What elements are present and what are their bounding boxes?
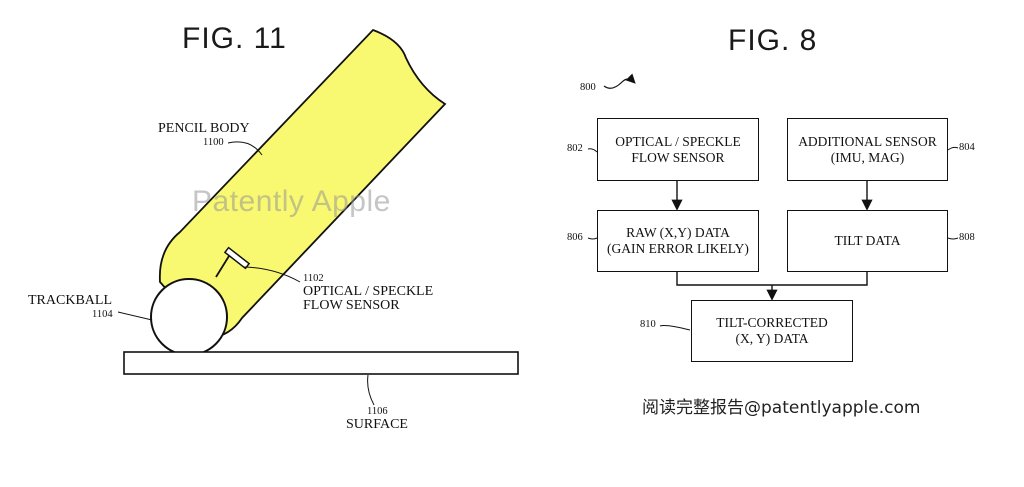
leader-808: [947, 237, 959, 240]
fig11-title: FIG. 11: [182, 22, 287, 55]
surface-shape: [123, 351, 519, 375]
box-optical-line1: OPTICAL / SPECKLE: [615, 133, 741, 149]
sensor-ref: 1102: [303, 273, 324, 284]
ref-810: 810: [640, 319, 656, 330]
arrow-806-808-to-810: [676, 272, 868, 286]
sensor-label-line2: FLOW SENSOR: [303, 298, 400, 313]
ref-806: 806: [567, 232, 583, 243]
sensor-label-line1: OPTICAL / SPECKLE: [303, 284, 434, 299]
leader-surface: [367, 374, 375, 406]
box-additional-line1: ADDITIONAL SENSOR: [798, 133, 937, 149]
ref-804: 804: [959, 142, 975, 153]
box-raw-line1: RAW (X,Y) DATA: [626, 225, 730, 240]
box-raw-line2: (GAIN ERROR LIKELY): [607, 241, 749, 256]
box-corrected-line2: (X, Y) DATA: [735, 331, 809, 346]
fig8-ref-800: 800: [580, 82, 596, 93]
surface-ref: 1106: [367, 406, 388, 417]
optical-sensor-graphic: [215, 246, 251, 278]
box-additional-sensor: ADDITIONAL SENSOR (IMU, MAG): [787, 118, 948, 181]
box-optical-sensor: OPTICAL / SPECKLE FLOW SENSOR: [597, 118, 759, 181]
box-corrected-line1: TILT-CORRECTED: [716, 315, 828, 330]
box-tilt-corrected: TILT-CORRECTED (X, Y) DATA: [691, 300, 853, 362]
trackball-label: TRACKBALL: [28, 293, 112, 308]
box-tilt-data: TILT DATA: [787, 210, 948, 272]
leader-806: [587, 237, 598, 240]
trackball-ref: 1104: [92, 309, 113, 320]
box-raw-data: RAW (X,Y) DATA (GAIN ERROR LIKELY): [597, 210, 759, 272]
ref-808: 808: [959, 232, 975, 243]
box-optical-line2: FLOW SENSOR: [631, 149, 725, 165]
reference-arrow-800: [603, 73, 636, 89]
leader-trackball: [117, 311, 153, 321]
box-tilt-line1: TILT DATA: [834, 233, 901, 248]
surface-label: SURFACE: [346, 417, 408, 432]
pencil-body-ref: 1100: [203, 137, 224, 148]
fig8-title: FIG. 8: [728, 24, 818, 57]
pencil-body-shape: [158, 28, 447, 339]
trackball-shape: [150, 278, 228, 356]
leader-pencil-body: [227, 141, 263, 156]
footer-link-text[interactable]: 阅读完整报告@patentlyapple.com: [642, 398, 921, 418]
box-additional-line2: (IMU, MAG): [830, 149, 905, 165]
leader-802: [587, 148, 598, 153]
leader-804: [947, 146, 959, 151]
pencil-body-label: PENCIL BODY: [158, 121, 250, 136]
watermark: Patently Apple: [192, 185, 391, 218]
ref-802: 802: [567, 143, 583, 154]
leader-sensor: [243, 266, 301, 283]
leader-810: [659, 325, 691, 331]
